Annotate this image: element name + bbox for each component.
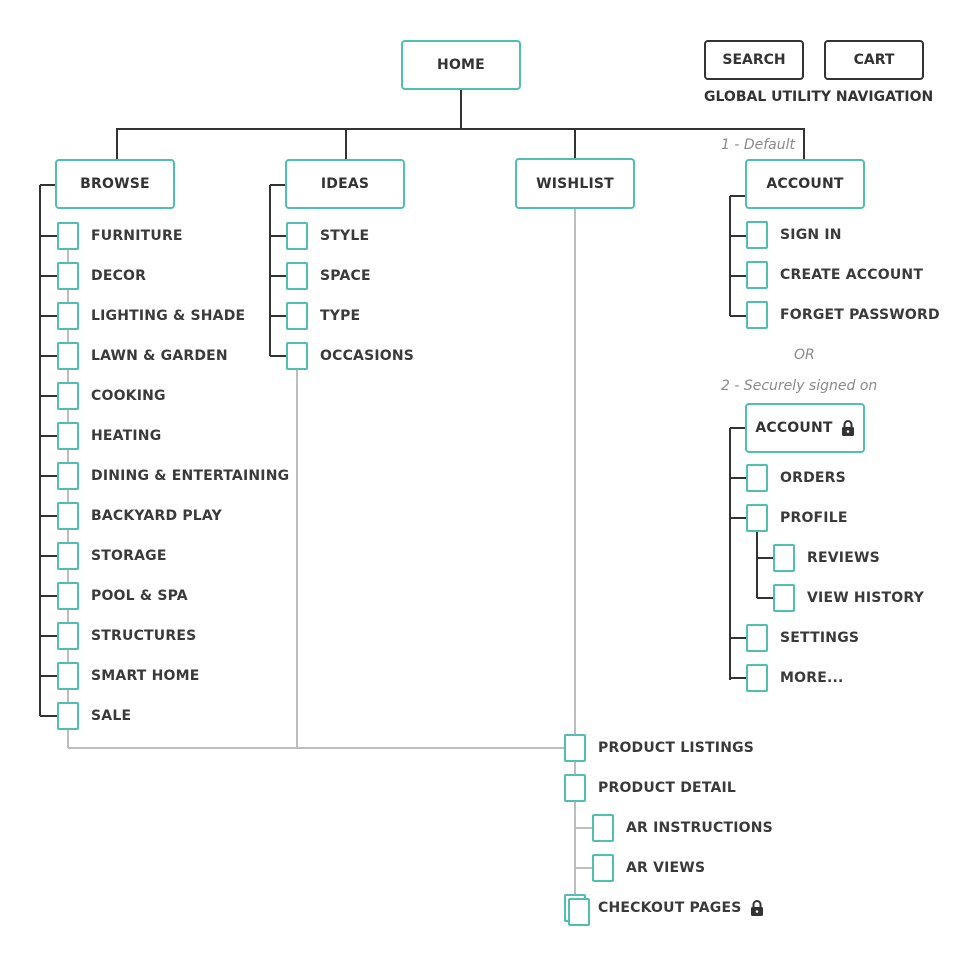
browse-item-box[interactable] [57, 302, 79, 330]
browse-item-label[interactable]: BACKYARD PLAY [91, 508, 222, 524]
secure-account-item-box[interactable] [746, 464, 768, 492]
ideas-item-box[interactable] [286, 302, 308, 330]
account-item-box[interactable] [746, 301, 768, 329]
browse-item-box[interactable] [57, 622, 79, 650]
browse-item-box[interactable] [57, 462, 79, 490]
browse-item-label[interactable]: POOL & SPA [91, 588, 188, 604]
ideas-item-label[interactable]: SPACE [320, 268, 371, 284]
secure-account-item-label[interactable]: PROFILE [780, 510, 848, 526]
browse-item-box[interactable] [57, 382, 79, 410]
browse-item-label[interactable]: LIGHTING & SHADE [91, 308, 246, 324]
ar-views-label[interactable]: AR VIEWS [626, 860, 706, 876]
browse-item-label[interactable]: STRUCTURES [91, 628, 197, 644]
profile-item-label[interactable]: REVIEWS [807, 550, 880, 566]
wishlist-node[interactable]: WISHLIST [515, 158, 635, 209]
profile-item-box[interactable] [773, 544, 795, 572]
secure-account-item-label[interactable]: ORDERS [780, 470, 846, 486]
browse-item-label[interactable]: STORAGE [91, 548, 167, 564]
browse-item-box[interactable] [57, 542, 79, 570]
browse-item-box[interactable] [57, 662, 79, 690]
default-note: 1 - Default [721, 137, 796, 153]
ideas-item-label[interactable]: TYPE [320, 308, 361, 324]
browse-item-box[interactable] [57, 422, 79, 450]
browse-item-label[interactable]: LAWN & GARDEN [91, 348, 228, 364]
account-item-label[interactable]: FORGET PASSWORD [780, 307, 940, 323]
browse-item-box[interactable] [57, 702, 79, 730]
signed-on-note: 2 - Securely signed on [721, 378, 878, 394]
ideas-item-label[interactable]: OCCASIONS [320, 348, 415, 364]
browse-item-label[interactable]: COOKING [91, 388, 166, 404]
ar-views-box[interactable] [592, 854, 614, 882]
account-item-label[interactable]: SIGN IN [780, 227, 842, 243]
search-button[interactable]: SEARCH [704, 40, 804, 80]
ar-instructions-label[interactable]: AR INSTRUCTIONS [626, 820, 773, 836]
ideas-item-box[interactable] [286, 342, 308, 370]
browse-item-label[interactable]: FURNITURE [91, 228, 183, 244]
product-listings-label[interactable]: PRODUCT LISTINGS [598, 740, 755, 756]
account-item-label[interactable]: CREATE ACCOUNT [780, 267, 924, 283]
ideas-item-box[interactable] [286, 222, 308, 250]
lock-icon [750, 900, 763, 916]
browse-item-box[interactable] [57, 342, 79, 370]
browse-item-label[interactable]: SMART HOME [91, 668, 200, 684]
ar-instructions-box[interactable] [592, 814, 614, 842]
browse-item-label[interactable]: SALE [91, 708, 132, 724]
lock-icon [841, 420, 854, 436]
secure-account-item-box[interactable] [746, 664, 768, 692]
browse-node[interactable]: BROWSE [55, 159, 175, 209]
product-detail-label[interactable]: PRODUCT DETAIL [598, 780, 737, 796]
secure-account-item-label[interactable]: MORE... [780, 670, 844, 686]
browse-item-label[interactable]: DECOR [91, 268, 147, 284]
profile-item-label[interactable]: VIEW HISTORY [807, 590, 924, 606]
ideas-item-label[interactable]: STYLE [320, 228, 370, 244]
ideas-item-box[interactable] [286, 262, 308, 290]
account-item-box[interactable] [746, 261, 768, 289]
browse-item-label[interactable]: DINING & ENTERTAINING [91, 468, 290, 484]
secure-account-item-box[interactable] [746, 504, 768, 532]
browse-item-box[interactable] [57, 262, 79, 290]
browse-item-box[interactable] [57, 502, 79, 530]
checkout-pages-label: CHECKOUT PAGES [598, 900, 742, 916]
product-listings-box[interactable] [564, 734, 586, 762]
checkout-pages-box[interactable] [568, 898, 590, 926]
checkout-pages-row[interactable]: CHECKOUT PAGES [598, 900, 764, 916]
browse-item-box[interactable] [57, 222, 79, 250]
secure-account-item-box[interactable] [746, 624, 768, 652]
profile-item-box[interactable] [773, 584, 795, 612]
browse-item-box[interactable] [57, 582, 79, 610]
product-detail-box[interactable] [564, 774, 586, 802]
browse-item-label[interactable]: HEATING [91, 428, 162, 444]
global-utility-caption: GLOBAL UTILITY NAVIGATION [704, 89, 934, 105]
account-item-box[interactable] [746, 221, 768, 249]
secure-account-item-label[interactable]: SETTINGS [780, 630, 860, 646]
secure-account-label: ACCOUNT [755, 420, 833, 436]
account-node[interactable]: ACCOUNT [745, 159, 865, 209]
home-node[interactable]: HOME [401, 40, 521, 90]
secure-account-node[interactable]: ACCOUNT [745, 403, 865, 453]
or-separator: OR [794, 347, 815, 363]
ideas-node[interactable]: IDEAS [285, 159, 405, 209]
cart-button[interactable]: CART [824, 40, 924, 80]
